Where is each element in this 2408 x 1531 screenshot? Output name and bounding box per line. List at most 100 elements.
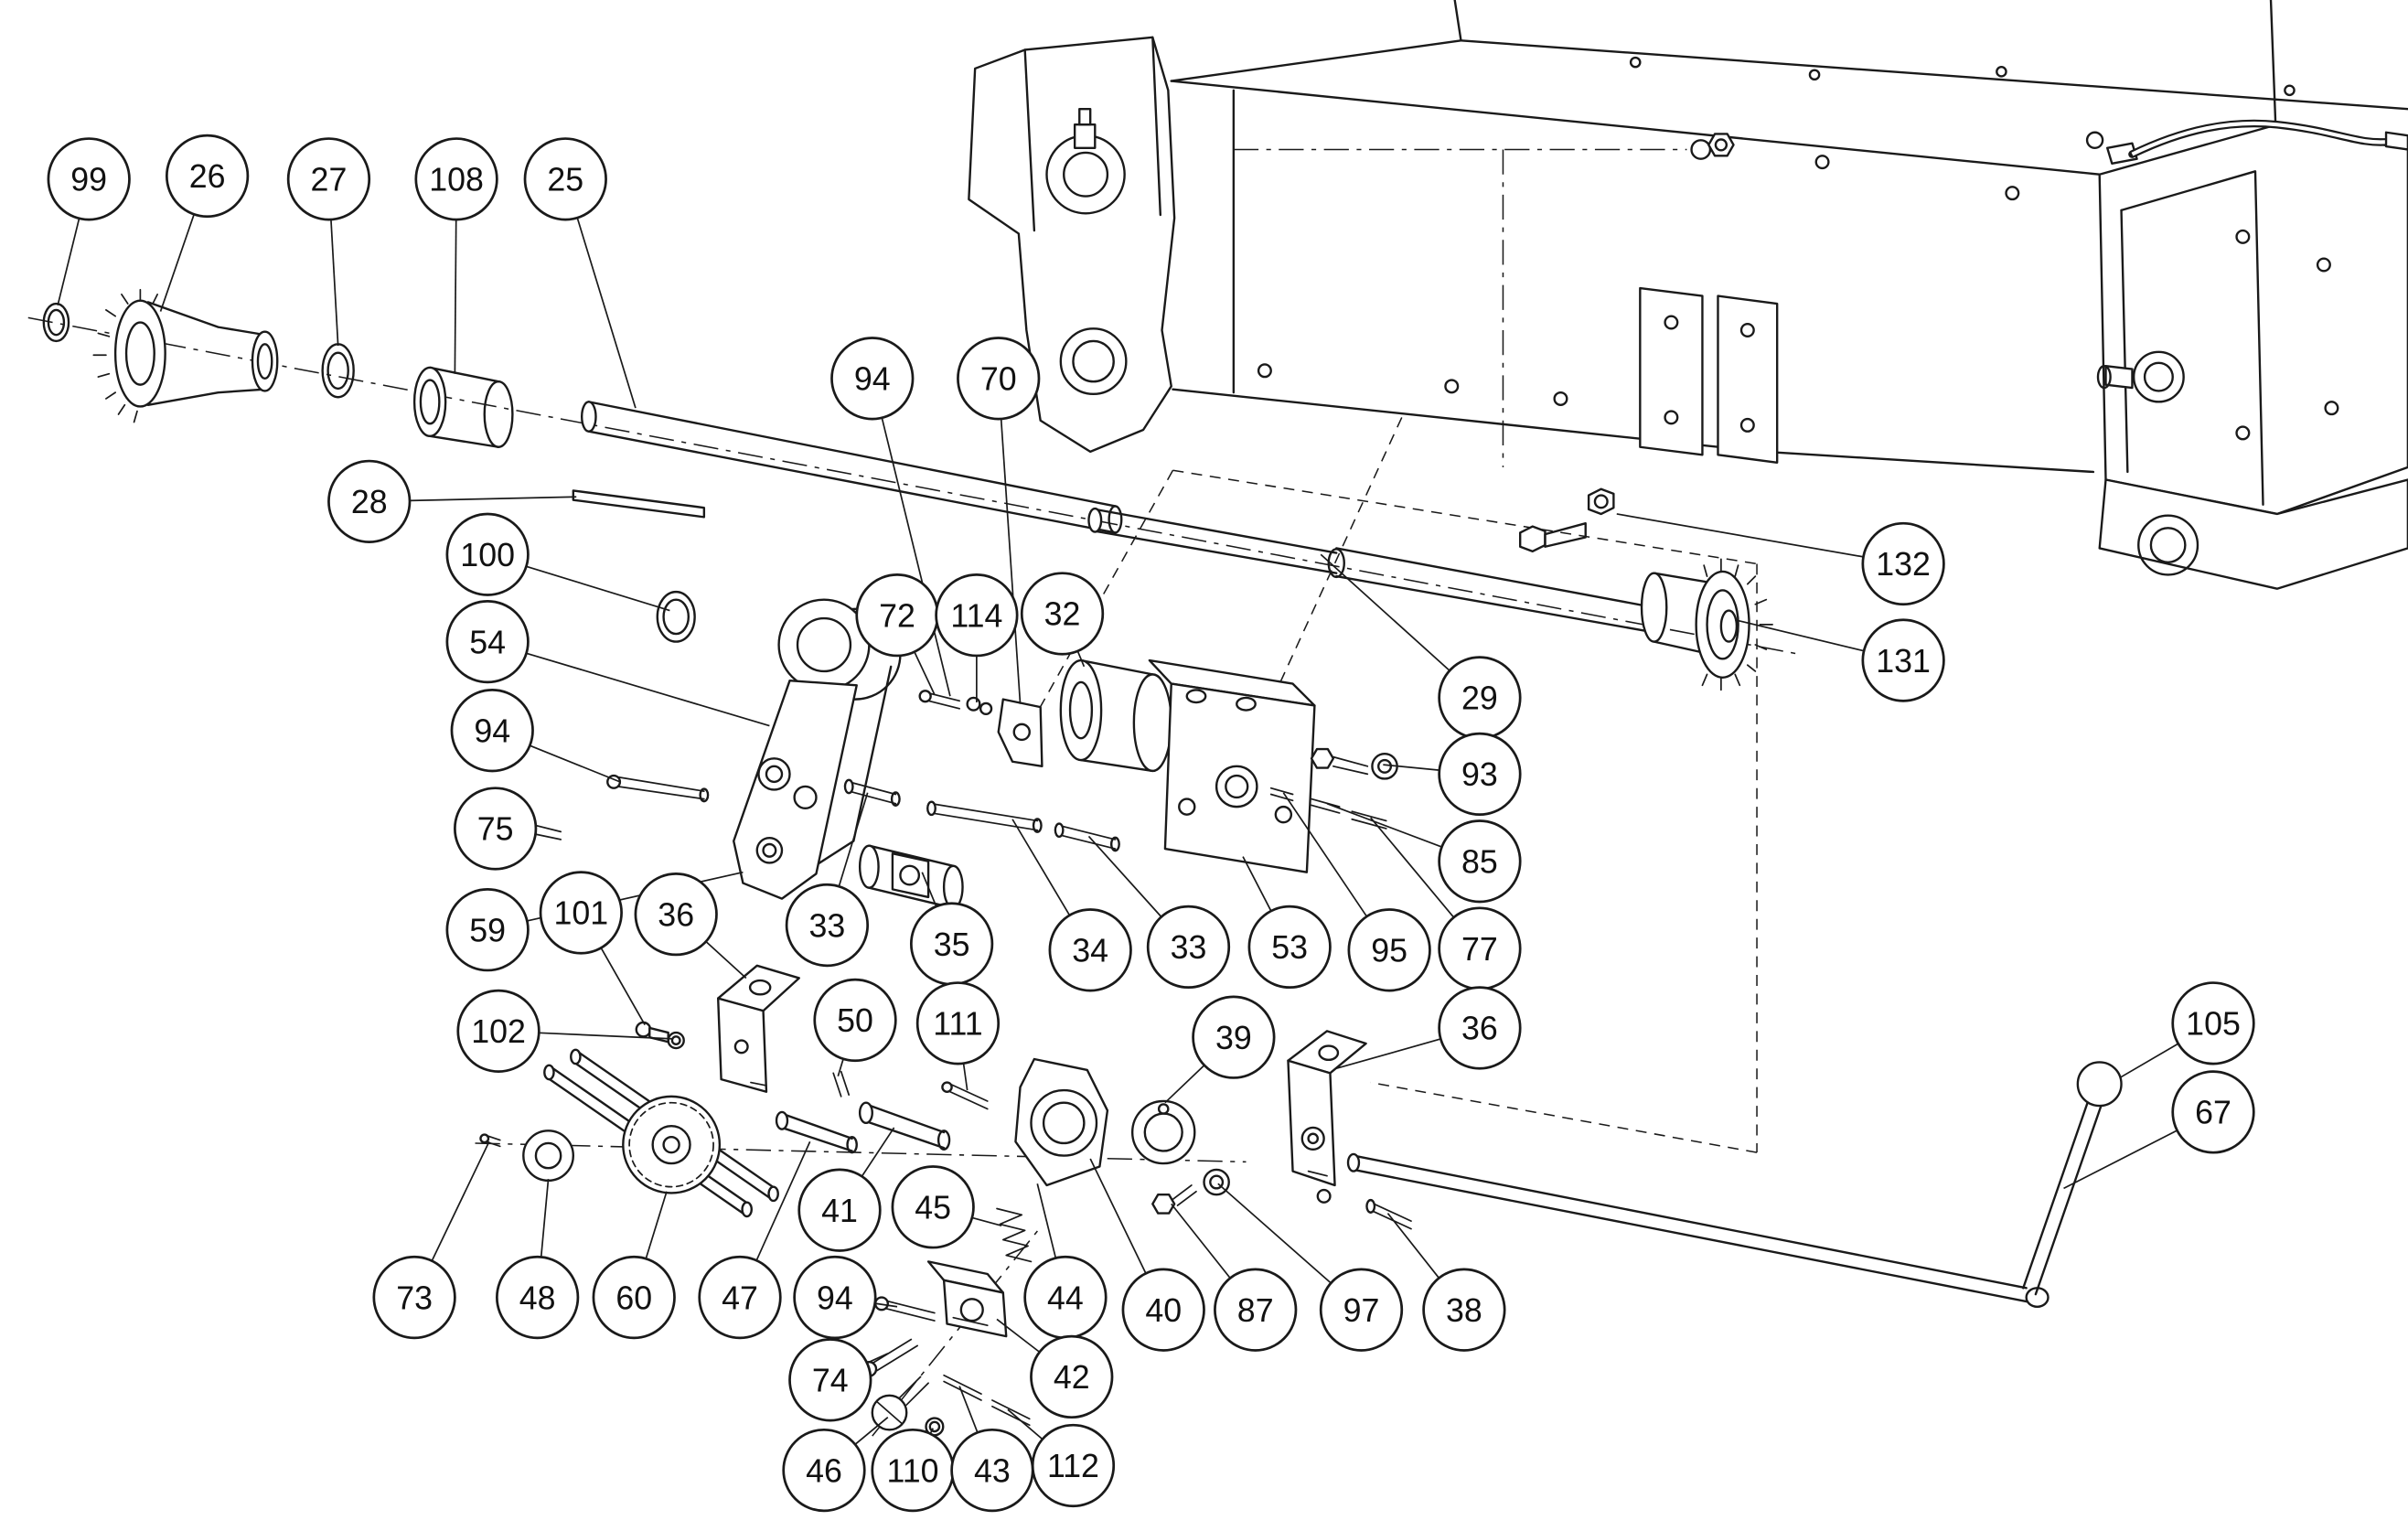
leader-line-112-54 [1007, 1408, 1043, 1440]
leader-line-36-22 [705, 940, 747, 980]
part-36-bracket-right [1287, 1030, 1367, 1204]
part-70-bracket [997, 698, 1043, 768]
leader-line-77-29 [1370, 817, 1455, 918]
leader-line-26-1 [159, 214, 195, 312]
balloon-53-27 [1247, 905, 1332, 990]
leader-line-33-26 [1087, 835, 1162, 918]
leader-line-25-4 [576, 217, 637, 409]
balloon-label-26-1: 26 [189, 158, 226, 195]
balloon-label-47-40: 47 [722, 1279, 758, 1316]
balloon-label-33-26: 33 [1171, 929, 1207, 966]
balloon-54-9 [445, 599, 530, 684]
part-94-pin-lower [873, 1296, 936, 1322]
part-53-bracket [1148, 658, 1316, 873]
balloon-111-32 [915, 981, 1001, 1065]
part-39-collar [1130, 1099, 1196, 1165]
balloon-label-72-13: 72 [879, 597, 915, 634]
leader-line-34-25 [1011, 819, 1071, 916]
balloon-label-97-47: 97 [1343, 1292, 1380, 1329]
part-47-pin [775, 1110, 858, 1154]
balloon-label-99-0: 99 [70, 162, 107, 198]
balloon-33-26 [1146, 905, 1231, 990]
leader-line-45-42 [971, 1216, 1002, 1227]
balloon-label-94-5: 94 [854, 361, 891, 398]
balloon-60-39 [592, 1255, 676, 1340]
balloon-87-46 [1214, 1268, 1298, 1352]
balloon-27-2 [286, 137, 371, 221]
leader-line-102-30 [539, 1032, 673, 1040]
balloon-46-51 [782, 1428, 866, 1513]
part-35-block [858, 844, 964, 910]
part-41-rod [858, 1101, 951, 1151]
balloon-74-49 [788, 1338, 872, 1422]
balloon-132-16 [1861, 521, 1945, 606]
leader-line-29-18 [1320, 553, 1450, 671]
part-33-pin-left [843, 778, 901, 807]
leader-line-41-41 [861, 1127, 895, 1177]
leader-line-100-8 [526, 565, 670, 612]
part-131-gear [1640, 558, 1773, 691]
part-102-washer [667, 1031, 685, 1050]
balloon-75-11 [454, 787, 538, 871]
balloon-label-33-23: 33 [809, 907, 846, 944]
leader-line-48-38 [540, 1179, 550, 1258]
balloon-label-95-28: 95 [1371, 933, 1407, 969]
balloon-label-41-41: 41 [821, 1193, 858, 1229]
balloon-42-50 [1030, 1334, 1114, 1419]
balloon-label-35-24: 35 [934, 926, 970, 963]
balloon-label-112-54: 112 [1047, 1448, 1099, 1484]
part-43-pin [943, 1374, 982, 1401]
balloon-38-48 [1422, 1268, 1506, 1352]
part-99-retaining-ring [42, 302, 70, 343]
leader-line-132-16 [1616, 513, 1864, 558]
part-26-gear [92, 288, 279, 423]
balloon-97-47 [1319, 1268, 1404, 1352]
leader-line-73-37 [431, 1140, 490, 1262]
balloon-label-32-15: 32 [1044, 596, 1081, 633]
balloon-label-93-19: 93 [1461, 756, 1498, 793]
balloon-99-0 [47, 137, 131, 221]
leader-line-42-50 [996, 1318, 1041, 1354]
part-111-pin [941, 1081, 989, 1110]
leader-line-50-31 [837, 1058, 844, 1076]
balloon-32-15 [1020, 572, 1105, 656]
leader-line-95-28 [1282, 792, 1368, 917]
balloon-label-105-35: 105 [2186, 1006, 2241, 1043]
part-33-pin-right [1054, 822, 1120, 852]
balloon-label-29-18: 29 [1461, 680, 1498, 717]
part-50-pin [832, 1070, 851, 1097]
part-25-shaft [580, 401, 1123, 534]
balloon-85-20 [1438, 819, 1522, 904]
bolt-and-nut [1519, 487, 1615, 553]
balloon-45-42 [891, 1165, 975, 1249]
leader-line-40-45 [1089, 1158, 1147, 1274]
part-108-bushing [412, 366, 514, 448]
leader-line-97-47 [1217, 1183, 1332, 1284]
part-28-key [572, 489, 706, 519]
balloon-131-17 [1861, 618, 1945, 702]
bore-center-mark [1690, 139, 1712, 160]
part-60-knob [622, 1095, 722, 1194]
balloon-label-73-37: 73 [396, 1279, 433, 1316]
balloon-label-54-9: 54 [469, 624, 506, 660]
balloon-59-12 [445, 888, 530, 972]
balloon-label-131-17: 131 [1876, 643, 1931, 680]
frame-right-block [2096, 123, 2408, 590]
leader-line-131-17 [1735, 618, 1865, 652]
balloon-label-39-33: 39 [1215, 1020, 1252, 1056]
part-48-collar [522, 1130, 574, 1183]
balloon-28-7 [327, 459, 412, 543]
balloon-label-75-11: 75 [477, 811, 514, 848]
balloon-label-70-6: 70 [980, 361, 1017, 398]
part-27-ring [321, 343, 355, 399]
grease-line-fitting [2085, 119, 2408, 166]
balloon-101-21 [539, 871, 623, 955]
balloon-100-8 [445, 512, 530, 596]
balloon-label-27-2: 27 [311, 162, 348, 198]
balloon-41-41 [797, 1168, 882, 1252]
leader-line-53-27 [1242, 856, 1272, 912]
part-85-pin [1311, 798, 1341, 814]
balloon-102-30 [456, 989, 540, 1073]
part-40-hub [1014, 1057, 1109, 1187]
